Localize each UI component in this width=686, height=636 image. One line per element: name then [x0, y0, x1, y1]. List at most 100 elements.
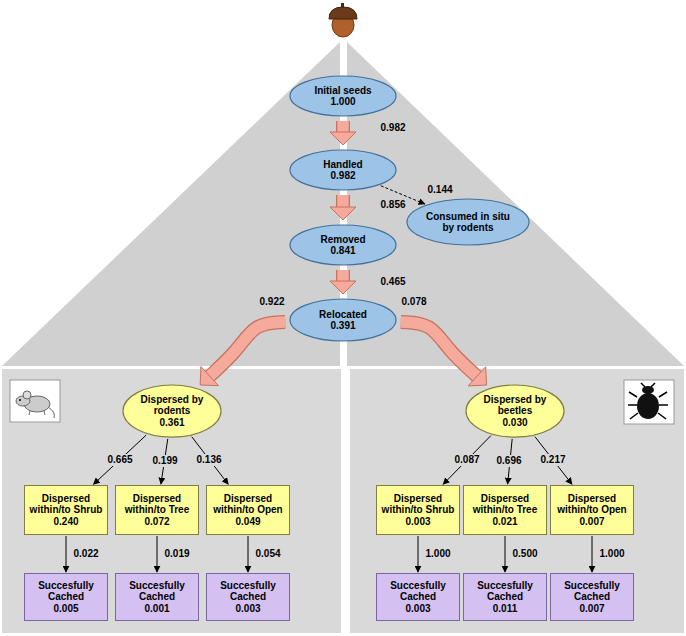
node-text: Initial seeds — [304, 85, 382, 97]
edge-label: 0.078 — [399, 296, 428, 308]
ellipse-node: Relocated0.391 — [289, 298, 397, 342]
node-text: Consumed in situ by rodents — [423, 211, 512, 234]
box-node: Succesfully Cached0.003 — [376, 573, 460, 621]
node-text: Succesfully Cached — [29, 580, 103, 603]
node-content: Succesfully Cached0.007 — [555, 580, 629, 615]
arrow-shaft — [337, 195, 349, 207]
edge-label: 0.019 — [162, 548, 191, 560]
ellipse-node: Removed0.841 — [289, 224, 397, 266]
edge-label: 0.144 — [425, 184, 454, 196]
edge-label: 0.199 — [150, 455, 179, 467]
flow-arrow — [248, 536, 249, 572]
beetle-panel — [350, 369, 684, 633]
node-text: 0.072 — [120, 516, 194, 528]
edge-label: 0.696 — [494, 455, 523, 467]
node-text: Succesfully Cached — [468, 580, 542, 603]
node-text: 0.021 — [468, 516, 542, 528]
edge-label: 0.054 — [253, 548, 282, 560]
beetle-head — [642, 386, 654, 394]
icon-frame — [624, 380, 674, 424]
ellipse-shape — [466, 385, 564, 437]
flow-arrow — [418, 536, 419, 572]
arrow-shaft-outline — [336, 121, 350, 132]
node-content: Removed0.841 — [304, 234, 382, 257]
node-text: 0.007 — [555, 516, 629, 528]
node-text: 0.003 — [211, 603, 285, 615]
node-content: Dispersed by beetles0.030 — [479, 394, 551, 429]
edge-label: 0.982 — [378, 122, 407, 134]
box-node: Succesfully Cached0.011 — [463, 573, 547, 621]
flow-arrow — [592, 536, 593, 572]
node-text: Dispersed within/to Open — [211, 493, 285, 516]
node-text: Removed — [304, 234, 382, 246]
box-node: Dispersed within/to Shrub0.003 — [376, 485, 460, 535]
node-text: 0.003 — [381, 516, 455, 528]
triangle-right — [347, 42, 684, 366]
arrow-line — [157, 536, 158, 572]
arrow-shaft-outline — [210, 322, 285, 376]
ellipse-node: Dispersed by rodents0.361 — [122, 384, 222, 438]
block-arrow — [330, 270, 356, 294]
beetle-icon — [624, 380, 674, 424]
acorn-icon — [329, 3, 357, 37]
ellipse-node: Dispersed by beetles0.030 — [465, 384, 565, 438]
ellipse-node: Initial seeds1.000 — [289, 75, 397, 117]
edge-label: 0.856 — [378, 199, 407, 211]
node-content: Relocated0.391 — [304, 309, 382, 332]
box-node: Succesfully Cached0.001 — [115, 573, 199, 621]
node-text: Dispersed within/to Shrub — [29, 493, 103, 516]
node-content: Succesfully Cached0.003 — [211, 580, 285, 615]
flow-arrow — [192, 437, 228, 484]
box-node: Dispersed within/to Tree0.072 — [115, 485, 199, 535]
node-text: 0.007 — [555, 603, 629, 615]
node-text: 0.030 — [479, 417, 551, 429]
flow-arrow — [66, 536, 67, 572]
edge-label: 0.136 — [194, 454, 223, 466]
edge-label: 0.922 — [257, 296, 286, 308]
node-text: 0.982 — [304, 170, 382, 182]
node-content: Succesfully Cached0.005 — [29, 580, 103, 615]
node-content: Succesfully Cached0.003 — [381, 580, 455, 615]
box-node: Dispersed within/to Tree0.021 — [463, 485, 547, 535]
edge-label: 1.000 — [423, 548, 452, 560]
edge-label: 0.217 — [538, 454, 567, 466]
flow-arrow — [157, 536, 158, 572]
arrow-head — [468, 367, 486, 386]
box-node: Dispersed within/to Shrub0.240 — [24, 485, 108, 535]
box-node: Succesfully Cached0.007 — [550, 573, 634, 621]
acorn-cap — [329, 7, 357, 19]
arrow-line — [505, 536, 506, 572]
ellipse-node: Handled0.982 — [289, 149, 397, 191]
node-content: Succesfully Cached0.011 — [468, 580, 542, 615]
arrow-line — [592, 536, 593, 572]
ellipse-shape — [290, 299, 396, 341]
arrow-line — [66, 536, 67, 572]
edge-label: 1.000 — [597, 548, 626, 560]
node-text: Dispersed within/to Tree — [468, 493, 542, 516]
node-text: 0.841 — [304, 245, 382, 257]
arrow-shaft — [210, 322, 285, 376]
box-node: Dispersed within/to Open0.007 — [550, 485, 634, 535]
node-text: Dispersed within/to Tree — [120, 493, 194, 516]
edge-label: 0.500 — [510, 548, 539, 560]
node-content: Initial seeds1.000 — [304, 85, 382, 108]
arrow-line — [248, 536, 249, 572]
node-text: Dispersed within/to Open — [555, 493, 629, 516]
node-content: Dispersed within/to Open0.007 — [555, 493, 629, 528]
beetle-body — [637, 393, 659, 419]
ellipse-shape — [290, 225, 396, 265]
node-content: Dispersed by rodents0.361 — [136, 394, 208, 429]
node-text: Dispersed within/to Shrub — [381, 493, 455, 516]
node-text: 0.391 — [304, 320, 382, 332]
block-arrow — [330, 121, 356, 145]
node-content: Handled0.982 — [304, 159, 382, 182]
block-arrow — [330, 195, 356, 220]
flow-arrow — [93, 435, 146, 484]
icon-frame — [10, 380, 60, 422]
box-node: Succesfully Cached0.003 — [206, 573, 290, 621]
mouse-ear — [23, 391, 31, 399]
node-content: Consumed in situ by rodents — [423, 211, 512, 234]
node-content: Dispersed within/to Shrub0.240 — [29, 493, 103, 528]
node-content: Succesfully Cached0.001 — [120, 580, 194, 615]
